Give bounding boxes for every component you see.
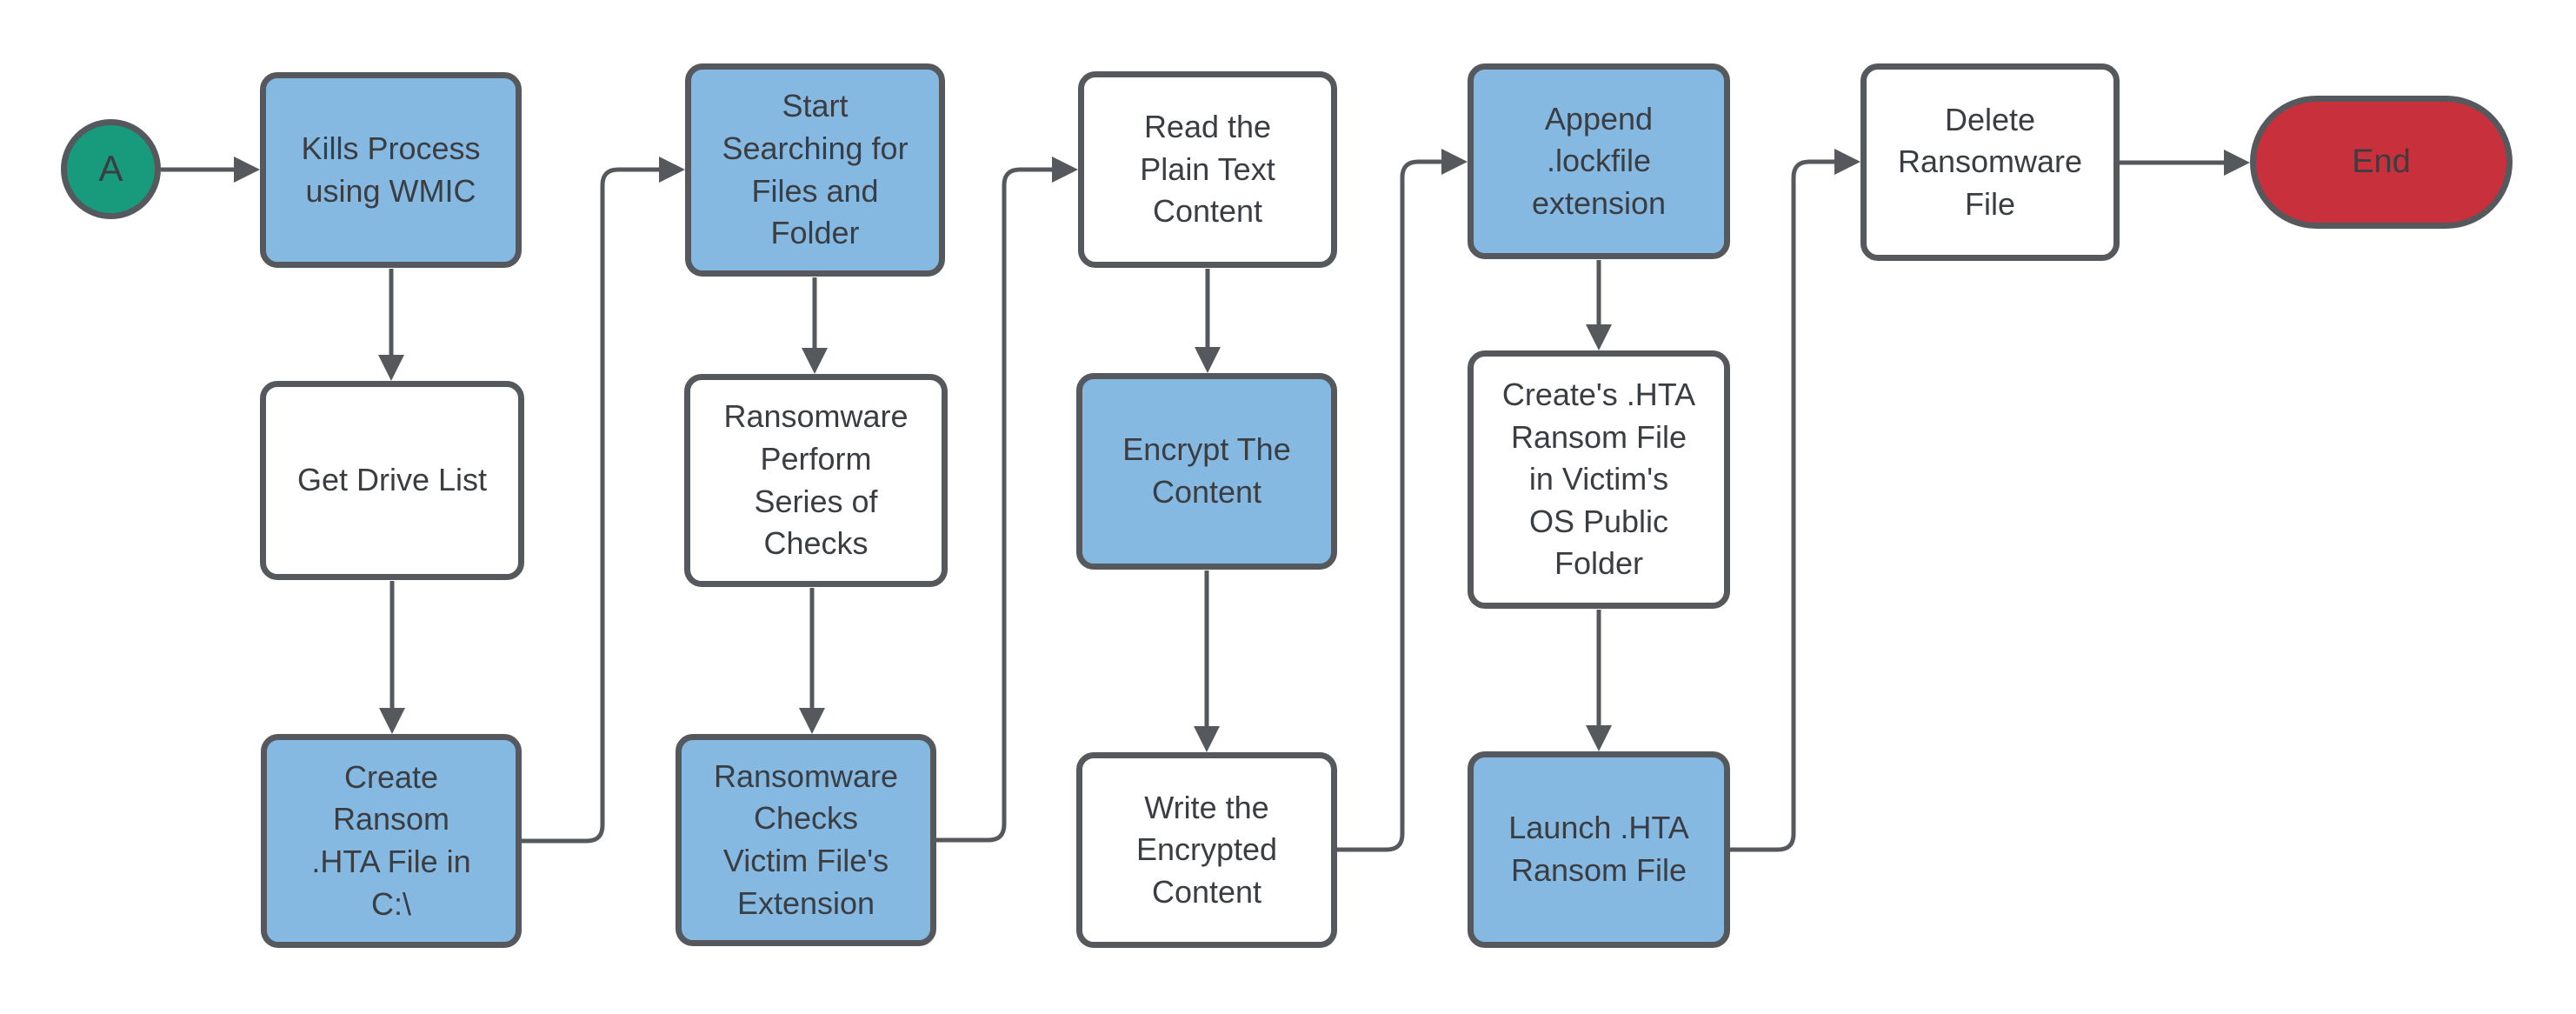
node-label: Write the Encrypted Content — [1135, 789, 1278, 910]
node-creates-hta-ransom-file-in-victims-os-public-folder: Create's .HTA Ransom File in Victim's OS… — [1468, 350, 1730, 609]
node-read-the-plain-text-content: Read the Plain Text Content — [1078, 71, 1337, 268]
node-label: Kills Process using WMIC — [301, 130, 481, 209]
edge-checks-extension-to-read-plain-text — [936, 157, 1078, 843]
node-label: Append .lockfile extension — [1531, 100, 1667, 221]
node-encrypt-the-content: Encrypt The Content — [1076, 373, 1337, 570]
edge-launch-hta-to-delete-ransomware — [1730, 149, 1860, 852]
node-launch-hta-ransom-file: Launch .HTA Ransom File — [1468, 751, 1730, 948]
node-label: Read the Plain Text Content — [1140, 109, 1275, 230]
node-label: Get Drive List — [296, 462, 488, 498]
node-label: Start Searching for Files and Folder — [722, 88, 909, 251]
edge-write-encrypted-to-append-lockfile — [1337, 149, 1468, 852]
node-label: Ransomware Perform Series of Checks — [723, 398, 909, 562]
node-label: A — [98, 148, 123, 190]
node-label: Launch .HTA Ransom File — [1508, 810, 1689, 888]
node-label: Delete Ransomware File — [1897, 101, 2083, 222]
node-create-ransom-hta-file-in-c: Create Ransom .HTA File in C:\ — [261, 734, 522, 948]
node-label: Create Ransom .HTA File in C:\ — [311, 758, 471, 922]
node-write-the-encrypted-content: Write the Encrypted Content — [1076, 752, 1337, 948]
node-start-searching-for-files-and-folder: Start Searching for Files and Folder — [685, 63, 945, 277]
node-get-drive-list: Get Drive List — [260, 381, 524, 580]
node-label: Encrypt The Content — [1122, 431, 1291, 510]
node-ransomware-checks-victim-files-extension: Ransomware Checks Victim File's Extensio… — [676, 734, 936, 946]
node-label: End — [2352, 143, 2411, 180]
node-kills-process-using-wmic: Kills Process using WMIC — [260, 72, 522, 268]
node-label: Create's .HTA Ransom File in Victim's OS… — [1501, 377, 1696, 582]
node-append-lockfile-extension: Append .lockfile extension — [1468, 63, 1730, 259]
node-end: End — [2250, 96, 2513, 229]
node-label: Ransomware Checks Victim File's Extensio… — [713, 757, 899, 921]
edge-create-ransom-hta-to-start-searching — [522, 157, 685, 844]
node-start-a: A — [61, 119, 161, 219]
node-ransomware-perform-series-of-checks: Ransomware Perform Series of Checks — [684, 374, 948, 587]
node-delete-ransomware-file: Delete Ransomware File — [1860, 63, 2120, 261]
